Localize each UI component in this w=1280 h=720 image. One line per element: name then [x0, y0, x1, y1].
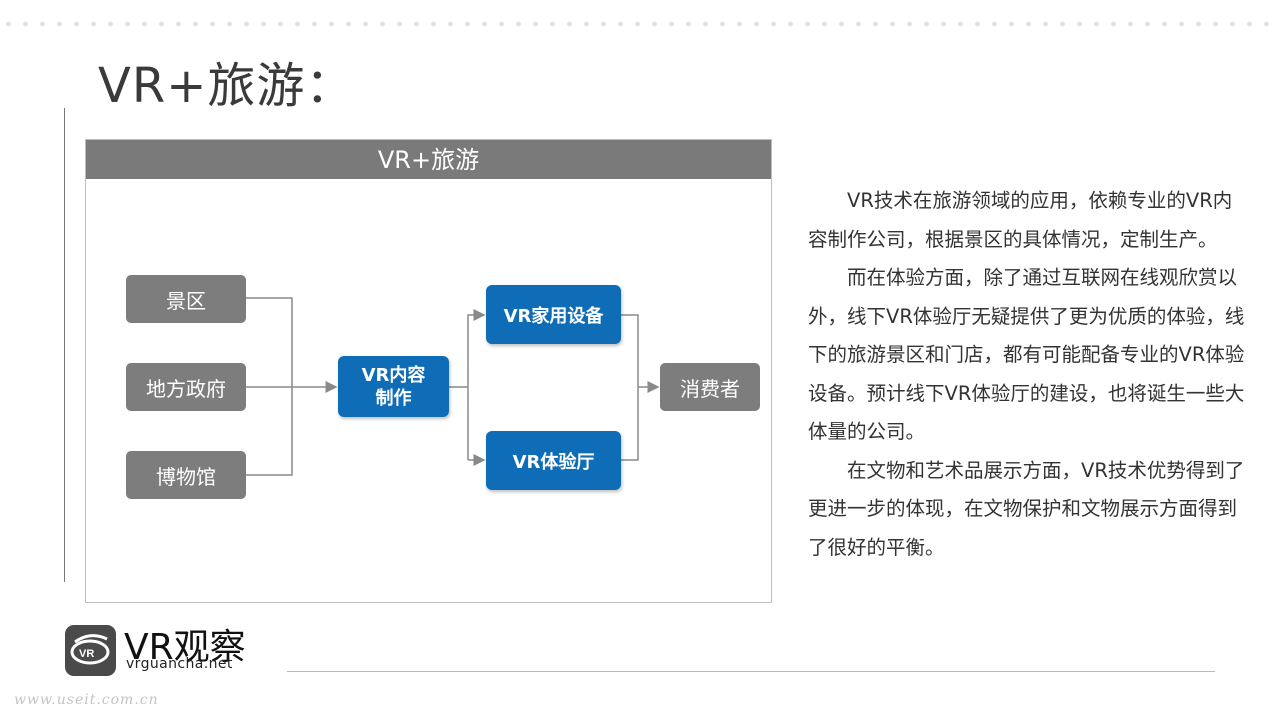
- source-box-local-government: 地方政府: [126, 363, 246, 411]
- vr-eye-icon: VR: [65, 625, 116, 676]
- body-text: VR技术在旅游领域的应用，依赖专业的VR内容制作公司，根据景区的具体情况，定制生…: [808, 182, 1246, 567]
- hub-line-2: 制作: [375, 387, 412, 409]
- paragraph-2: 而在体验方面，除了通过互联网在线观欣赏以外，线下VR体验厅无疑提供了更为优质的体…: [808, 266, 1245, 443]
- logo-name: VR观察: [124, 627, 246, 668]
- top-dotted-divider: [0, 20, 1280, 28]
- hub-box-vr-content: VR内容 制作: [338, 356, 449, 417]
- channel-box-home-device: VR家用设备: [486, 285, 621, 344]
- source-box-scenic-area: 景区: [126, 275, 246, 323]
- connector-merge: [621, 314, 639, 461]
- watermark: www.useit.com.cn: [14, 692, 159, 708]
- paragraph-3: 在文物和艺术品展示方面，VR技术优势得到了更进一步的体现，在文物保护和文物展示方…: [808, 458, 1245, 559]
- connector-channel-1: [467, 309, 486, 460]
- logo-url: vrguancha.net: [126, 656, 233, 672]
- target-box-consumer: 消费者: [660, 363, 760, 411]
- footer-divider: [287, 671, 1215, 672]
- slide-title: VR+旅游：: [98, 58, 355, 114]
- left-vertical-rule: [64, 108, 65, 582]
- channel-box-experience-hall: VR体验厅: [486, 431, 621, 490]
- paragraph-1: VR技术在旅游领域的应用，依赖专业的VR内容制作公司，根据景区的具体情况，定制生…: [808, 189, 1233, 251]
- brand-logo: VR VR观察 vrguancha.net: [62, 620, 246, 682]
- svg-text:VR: VR: [79, 648, 94, 660]
- hub-line-1: VR内容: [361, 364, 426, 386]
- diagram-header: VR+旅游: [86, 140, 771, 179]
- source-box-museum: 博物馆: [126, 451, 246, 499]
